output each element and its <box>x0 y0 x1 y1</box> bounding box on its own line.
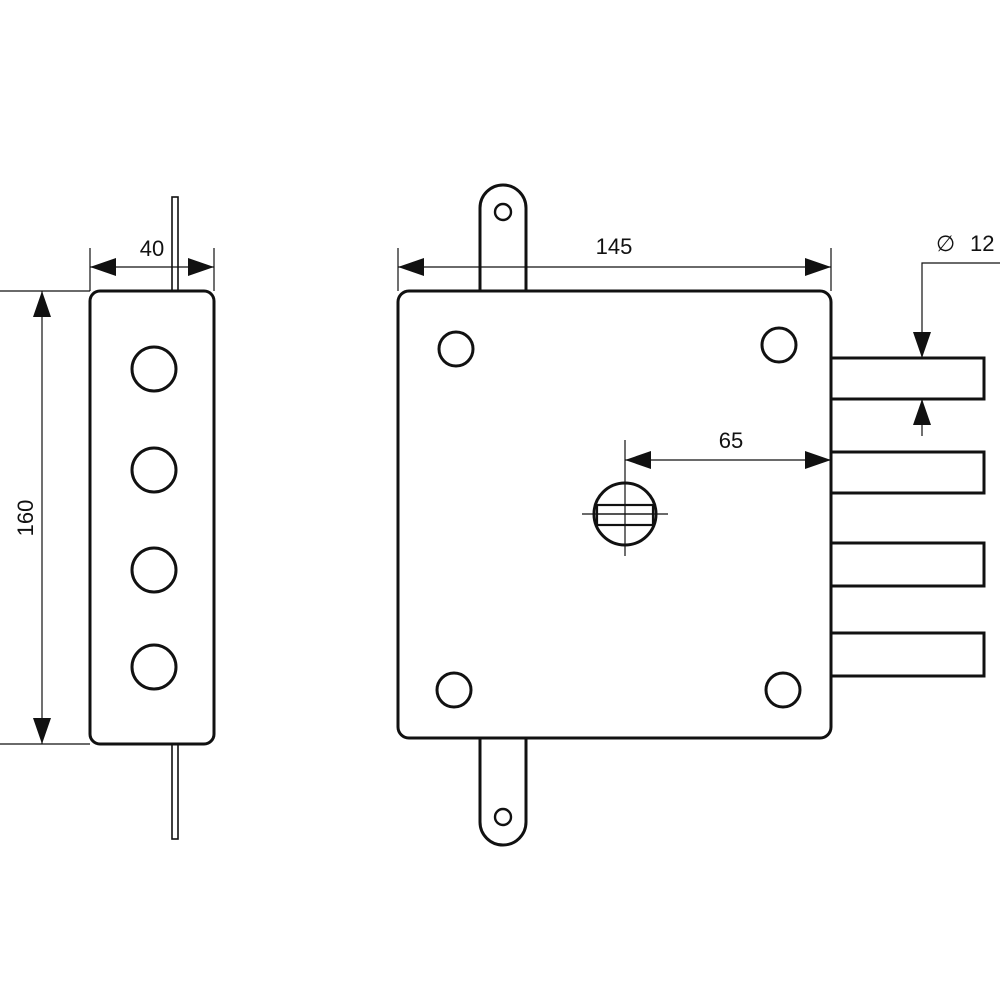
dimension-height: 160 <box>0 290 90 745</box>
key-cylinder <box>582 440 668 556</box>
bolt <box>816 631 986 678</box>
dimension-label-40: 40 <box>140 236 164 261</box>
side-view <box>88 196 216 840</box>
key-slot <box>595 503 655 527</box>
side-hole <box>130 643 178 691</box>
screw-hole <box>435 671 473 709</box>
dimension-backset: 65 <box>625 428 831 469</box>
bolt <box>816 450 986 495</box>
bolt <box>816 356 986 401</box>
bottom-tab-hole <box>493 807 513 827</box>
bolt <box>816 541 986 588</box>
dimension-bolt-diameter: ∅ 12 <box>913 231 1000 436</box>
side-hole <box>130 546 178 594</box>
dimension-label-12: 12 <box>970 231 994 256</box>
top-tab-hole <box>493 202 513 222</box>
diameter-symbol: ∅ <box>936 231 955 256</box>
dimension-label-65: 65 <box>719 428 743 453</box>
screw-hole <box>437 330 475 368</box>
dimension-label-160: 160 <box>13 500 38 537</box>
dimension-front-width: 145 <box>397 234 832 291</box>
side-hole <box>130 345 178 393</box>
dimension-side-width: 40 <box>89 236 215 291</box>
screw-hole <box>760 326 798 364</box>
dimension-label-145: 145 <box>596 234 633 259</box>
side-body <box>88 289 216 746</box>
side-hole <box>130 446 178 494</box>
screw-hole <box>764 671 802 709</box>
front-view <box>396 183 986 847</box>
